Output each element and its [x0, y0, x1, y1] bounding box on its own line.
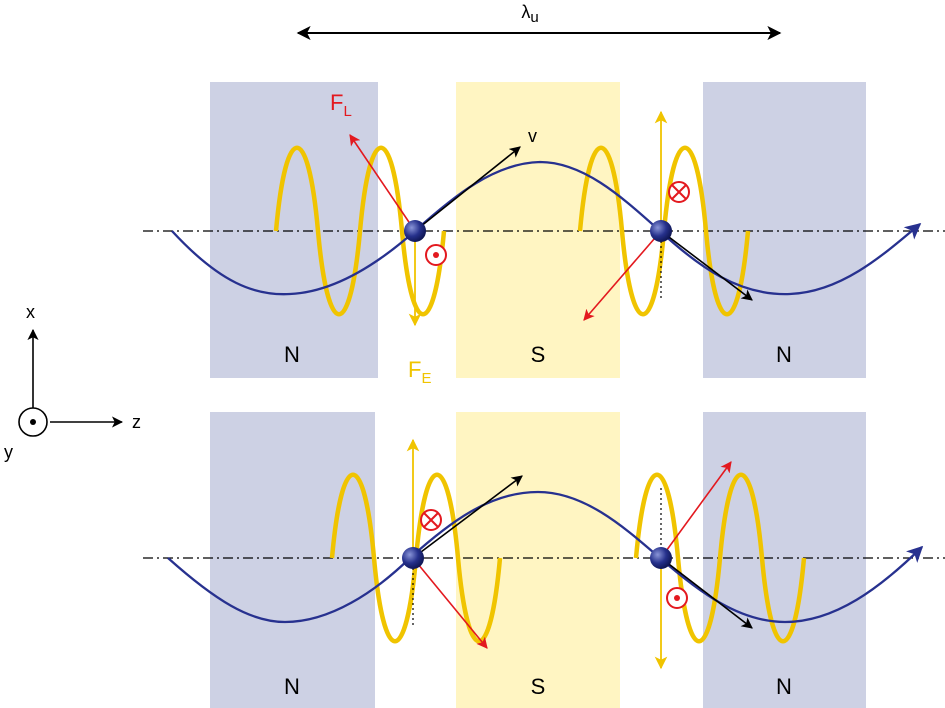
dot-in-circle-icon	[666, 587, 688, 609]
x-axis-label: x	[26, 302, 35, 322]
lorentz-force-label: FL	[330, 90, 352, 120]
velocity-arrow	[660, 557, 753, 629]
velocity-arrow	[412, 475, 523, 559]
pole-north-right	[703, 82, 866, 378]
lorentz-force-arrow	[660, 461, 732, 559]
pole-label: N	[284, 674, 300, 699]
cross-in-circle-icon	[420, 509, 442, 531]
coordinate-system: x z y	[4, 302, 141, 462]
pole-label: N	[776, 342, 792, 367]
electron	[402, 547, 424, 569]
pole-north-right	[703, 412, 866, 708]
cross-in-circle-icon	[668, 181, 690, 203]
bottom-panel: N S N	[143, 412, 945, 708]
velocity-arrow	[660, 230, 753, 301]
velocity-arrow	[414, 146, 521, 232]
electron	[404, 220, 426, 242]
pole-south	[456, 412, 620, 708]
lorentz-force-arrow	[349, 134, 416, 232]
lorentz-force-arrow	[412, 557, 488, 649]
pole-label: N	[776, 674, 792, 699]
velocity-label: v	[528, 126, 537, 146]
lorentz-force-arrow	[583, 230, 662, 321]
pole-label: S	[531, 342, 546, 367]
electron	[650, 547, 672, 569]
electron	[650, 220, 672, 242]
top-panel: FL v FE N S N	[143, 82, 945, 387]
pole-label: S	[531, 674, 546, 699]
electric-force-label: FE	[408, 357, 431, 387]
electron-trajectory	[171, 160, 922, 296]
pole-label: N	[284, 342, 300, 367]
z-axis-label: z	[132, 412, 141, 432]
pole-north-left	[210, 412, 375, 708]
y-axis-label: y	[4, 442, 13, 462]
pole-north-left	[210, 82, 378, 378]
wavelength-label: λu	[521, 2, 538, 26]
electron-trajectory	[167, 490, 924, 624]
pole-south	[456, 82, 620, 378]
dot-in-circle-icon	[425, 244, 447, 266]
y-axis-dot-icon	[18, 407, 48, 437]
